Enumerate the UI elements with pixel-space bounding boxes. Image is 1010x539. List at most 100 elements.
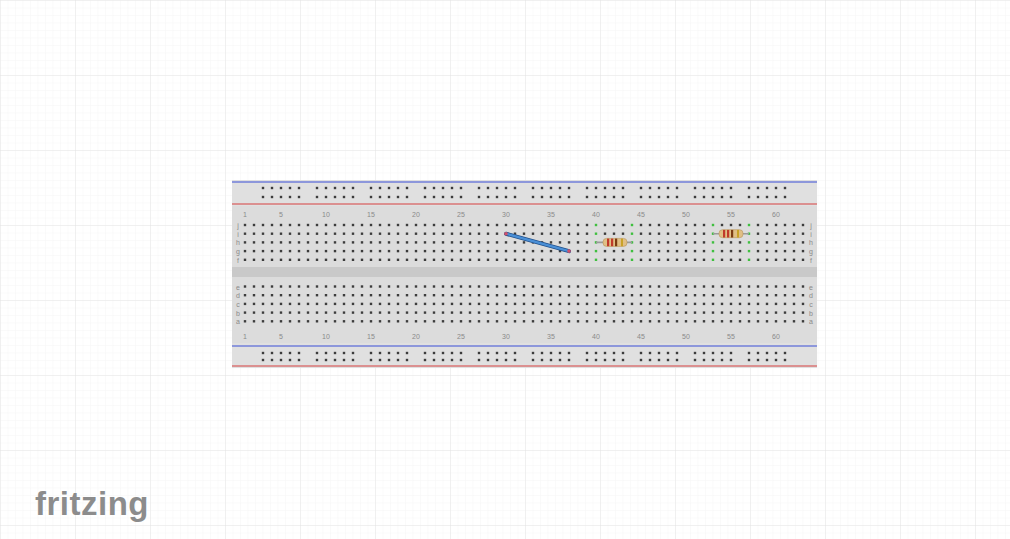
breadboard-hole	[802, 294, 804, 296]
breadboard-hole	[406, 241, 408, 243]
breadboard-hole	[595, 311, 597, 313]
breadboard-hole	[658, 320, 660, 322]
breadboard-hole	[352, 233, 354, 235]
breadboard-hole	[406, 259, 408, 261]
breadboard-hole	[757, 294, 759, 296]
breadboard-hole	[469, 311, 471, 313]
breadboard-hole	[559, 187, 561, 189]
breadboard-hole	[586, 250, 588, 252]
breadboard-hole	[460, 320, 462, 322]
breadboard-hole	[676, 352, 678, 354]
breadboard-hole	[541, 259, 543, 261]
breadboard-hole	[397, 311, 399, 313]
breadboard-hole	[397, 187, 399, 189]
breadboard-hole	[685, 241, 687, 243]
breadboard-hole	[271, 311, 273, 313]
resistor-body	[719, 230, 743, 238]
breadboard-hole	[712, 359, 714, 361]
breadboard-hole	[280, 196, 282, 198]
breadboard-hole	[469, 303, 471, 305]
breadboard-hole	[496, 294, 498, 296]
breadboard-hole	[631, 250, 633, 252]
breadboard-hole	[667, 224, 669, 226]
breadboard-hole	[487, 359, 489, 361]
column-number: 55	[727, 211, 735, 218]
breadboard-hole	[442, 196, 444, 198]
breadboard-hole	[595, 259, 597, 261]
breadboard-hole	[631, 320, 633, 322]
breadboard-hole	[325, 196, 327, 198]
rail-line-red	[232, 204, 817, 205]
breadboard-hole	[775, 320, 777, 322]
breadboard-hole	[784, 187, 786, 189]
breadboard-hole	[361, 320, 363, 322]
breadboard-hole	[343, 224, 345, 226]
breadboard-hole	[496, 303, 498, 305]
breadboard-hole	[775, 352, 777, 354]
breadboard-hole	[649, 294, 651, 296]
breadboard-hole	[262, 233, 264, 235]
breadboard-hole	[307, 250, 309, 252]
breadboard-hole	[442, 320, 444, 322]
column-number: 40	[592, 333, 600, 340]
breadboard-hole	[325, 241, 327, 243]
breadboard-hole	[487, 311, 489, 313]
breadboard-hole	[415, 294, 417, 296]
breadboard-hole	[280, 285, 282, 287]
breadboard-hole	[595, 294, 597, 296]
resistor-band	[621, 239, 623, 247]
breadboard-hole	[469, 259, 471, 261]
breadboard-hole	[586, 241, 588, 243]
breadboard-hole	[604, 320, 606, 322]
breadboard-hole	[487, 259, 489, 261]
column-number: 55	[727, 333, 735, 340]
breadboard-hole	[388, 294, 390, 296]
breadboard-hole	[802, 320, 804, 322]
breadboard-hole	[316, 224, 318, 226]
breadboard-hole	[748, 352, 750, 354]
breadboard-hole	[433, 285, 435, 287]
breadboard-hole	[307, 241, 309, 243]
breadboard-hole	[658, 196, 660, 198]
breadboard-hole	[577, 285, 579, 287]
breadboard-hole	[604, 233, 606, 235]
breadboard-hole	[415, 285, 417, 287]
breadboard-hole	[451, 285, 453, 287]
breadboard-hole	[730, 294, 732, 296]
breadboard-hole	[730, 259, 732, 261]
breadboard-hole	[334, 187, 336, 189]
column-number: 10	[322, 211, 330, 218]
hole-grid	[244, 187, 804, 361]
breadboard-hole	[559, 259, 561, 261]
breadboard-hole	[505, 285, 507, 287]
breadboard-hole	[424, 311, 426, 313]
breadboard-hole	[298, 303, 300, 305]
breadboard-hole	[631, 259, 633, 261]
breadboard-hole	[775, 241, 777, 243]
breadboard-hole	[685, 259, 687, 261]
breadboard-hole	[424, 187, 426, 189]
breadboard-hole	[775, 224, 777, 226]
breadboard-hole	[388, 352, 390, 354]
breadboard-hole	[757, 224, 759, 226]
breadboard-hole	[721, 311, 723, 313]
breadboard-hole	[370, 224, 372, 226]
breadboard-hole	[730, 352, 732, 354]
breadboard-hole	[802, 241, 804, 243]
breadboard-hole	[802, 311, 804, 313]
breadboard-hole	[739, 285, 741, 287]
breadboard-hole	[271, 303, 273, 305]
breadboard-hole	[460, 285, 462, 287]
breadboard-hole	[325, 259, 327, 261]
column-number: 50	[682, 333, 690, 340]
breadboard-hole	[802, 285, 804, 287]
breadboard-hole	[703, 259, 705, 261]
breadboard-hole	[595, 224, 597, 226]
breadboard-hole	[685, 224, 687, 226]
breadboard-hole	[550, 196, 552, 198]
breadboard-hole	[766, 259, 768, 261]
breadboard-hole	[568, 224, 570, 226]
breadboard-hole	[289, 233, 291, 235]
breadboard-hole	[424, 250, 426, 252]
breadboard-hole	[640, 241, 642, 243]
